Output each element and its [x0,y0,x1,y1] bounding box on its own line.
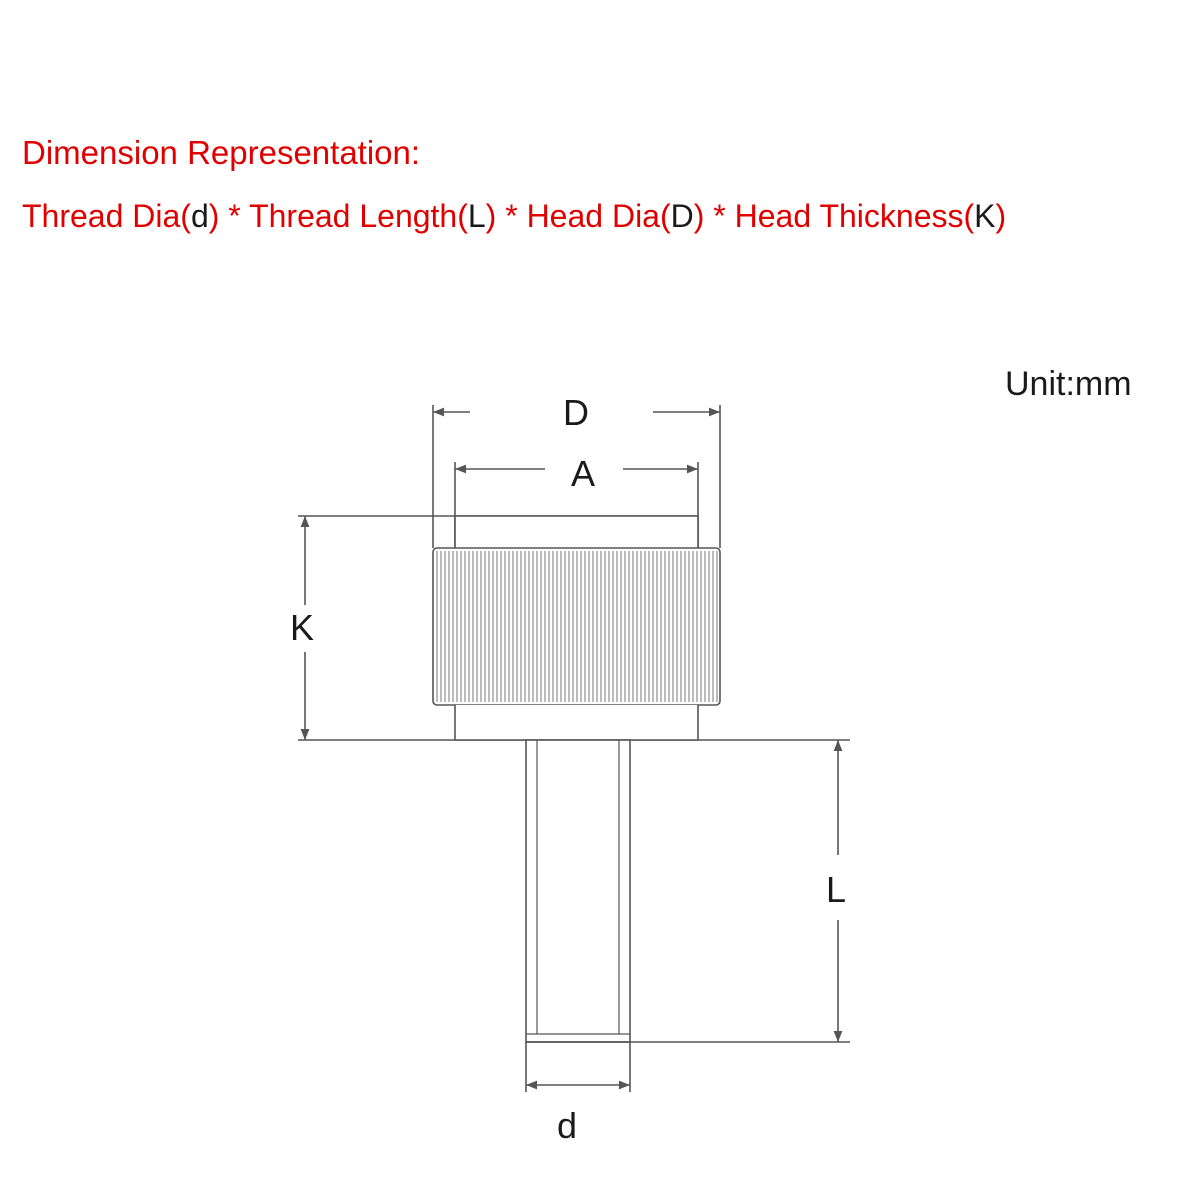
formula-head-dia-prefix: ) * Head Dia( [485,198,671,234]
formula-symbol-d: d [190,198,209,234]
dimension-L [630,739,850,1043]
label-A: A [571,453,595,494]
formula-symbol-K: K [974,198,996,234]
formula-thread-length-prefix: ) * Thread Length( [208,198,468,234]
dimension-d [525,1042,631,1092]
knurled-head [432,515,721,741]
label-D: D [563,392,589,433]
unit-label: Unit:mm [1005,365,1132,403]
threaded-shank [525,739,631,1043]
formula-head-thickness-prefix: ) * Head Thickness( [693,198,975,234]
formula-thread-dia-prefix: Thread Dia( [22,198,191,234]
label-L: L [826,869,846,910]
label-K: K [290,607,314,648]
formula-symbol-D: D [670,198,694,234]
dimension-D [432,405,721,548]
formula-symbol-L: L [467,198,486,234]
page-title: Dimension Representation: [22,134,421,171]
dimension-formula: Thread Dia(d) * Thread Length(L) * Head … [22,198,1006,235]
label-d: d [557,1105,577,1146]
formula-suffix: ) [995,198,1007,234]
